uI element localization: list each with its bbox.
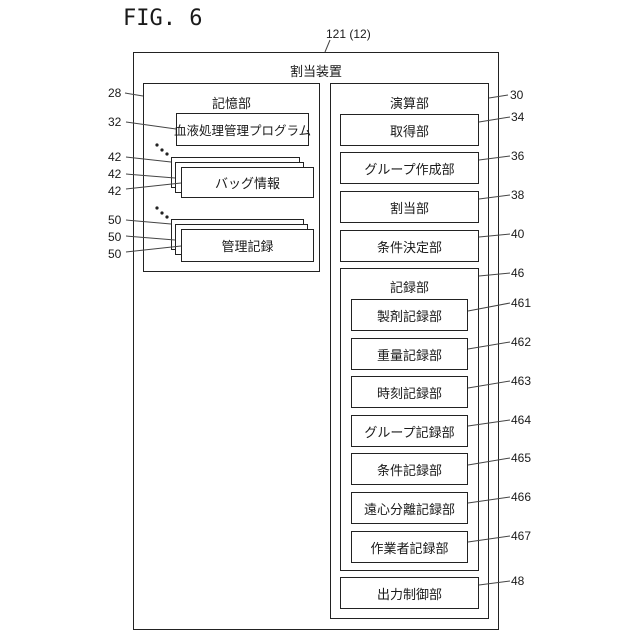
recording-item-box: 条件記録部 [351, 453, 468, 485]
condition-determination-unit-label: 条件決定部 [377, 237, 442, 256]
figure-title: FIG. 6 [123, 6, 202, 31]
ref-numeral: 30 [510, 88, 523, 102]
ref-numeral: 32 [108, 115, 121, 129]
allocation-unit-label: 割当部 [390, 198, 429, 217]
ref-numeral: 42 [108, 150, 121, 164]
acquisition-unit-box: 取得部 [340, 114, 479, 146]
ref-numeral: 467 [511, 529, 531, 543]
ref-numeral: 466 [511, 490, 531, 504]
ref-numeral: 42 [108, 167, 121, 181]
compute-label: 演算部 [331, 93, 488, 112]
program-box: 血液処理管理プログラム [176, 113, 309, 146]
bag-info-label: バッグ情報 [215, 173, 280, 192]
ref-numeral: 463 [511, 374, 531, 388]
output-control-unit-label: 出力制御部 [377, 584, 442, 603]
ref-numeral: 34 [511, 110, 524, 124]
management-record-label: 管理記録 [221, 236, 273, 255]
ref-numeral: 42 [108, 184, 121, 198]
recording-unit-label: 記録部 [341, 277, 478, 296]
leader-line-device [325, 40, 330, 52]
recording-item-box: 作業者記録部 [351, 531, 468, 563]
ref-numeral: 465 [511, 451, 531, 465]
ref-numeral: 50 [108, 213, 121, 227]
ref-numeral: 50 [108, 230, 121, 244]
ref-numeral: 36 [511, 149, 524, 163]
recording-item-box: 製剤記録部 [351, 299, 468, 331]
ref-numeral: 28 [108, 86, 121, 100]
ref-numeral: 461 [511, 296, 531, 310]
recording-item-box: 重量記録部 [351, 338, 468, 370]
ref-numeral: 38 [511, 188, 524, 202]
ref-numeral: 462 [511, 335, 531, 349]
ref-numeral: 46 [511, 266, 524, 280]
bag-info-box: バッグ情報 [181, 167, 314, 198]
recording-item-box: 時刻記録部 [351, 376, 468, 408]
output-control-unit-box: 出力制御部 [340, 577, 479, 609]
recording-item-label: グループ記録部 [364, 422, 454, 441]
ref-numeral: 464 [511, 413, 531, 427]
group-creation-unit-label: グループ作成部 [364, 159, 454, 178]
recording-item-label: 条件記録部 [377, 460, 442, 479]
memory-label: 記憶部 [144, 93, 319, 112]
recording-item-label: 時刻記録部 [377, 383, 442, 402]
recording-item-label: 遠心分離記録部 [364, 499, 455, 518]
acquisition-unit-label: 取得部 [390, 121, 429, 140]
ref-numeral: 50 [108, 247, 121, 261]
ref-numeral: 40 [511, 227, 524, 241]
group-creation-unit-box: グループ作成部 [340, 152, 479, 184]
program-label: 血液処理管理プログラム [174, 120, 311, 139]
allocation-device-label: 割当装置 [134, 61, 498, 80]
ref-numeral: 48 [511, 574, 524, 588]
recording-item-label: 作業者記録部 [370, 538, 448, 557]
allocation-unit-box: 割当部 [340, 191, 479, 223]
device-ref-label: 121 (12) [326, 27, 371, 41]
recording-item-label: 製剤記録部 [377, 306, 442, 325]
recording-item-box: グループ記録部 [351, 415, 468, 447]
management-record-box: 管理記録 [181, 229, 314, 262]
condition-determination-unit-box: 条件決定部 [340, 230, 479, 262]
recording-item-box: 遠心分離記録部 [351, 492, 468, 524]
recording-item-label: 重量記録部 [377, 345, 442, 364]
